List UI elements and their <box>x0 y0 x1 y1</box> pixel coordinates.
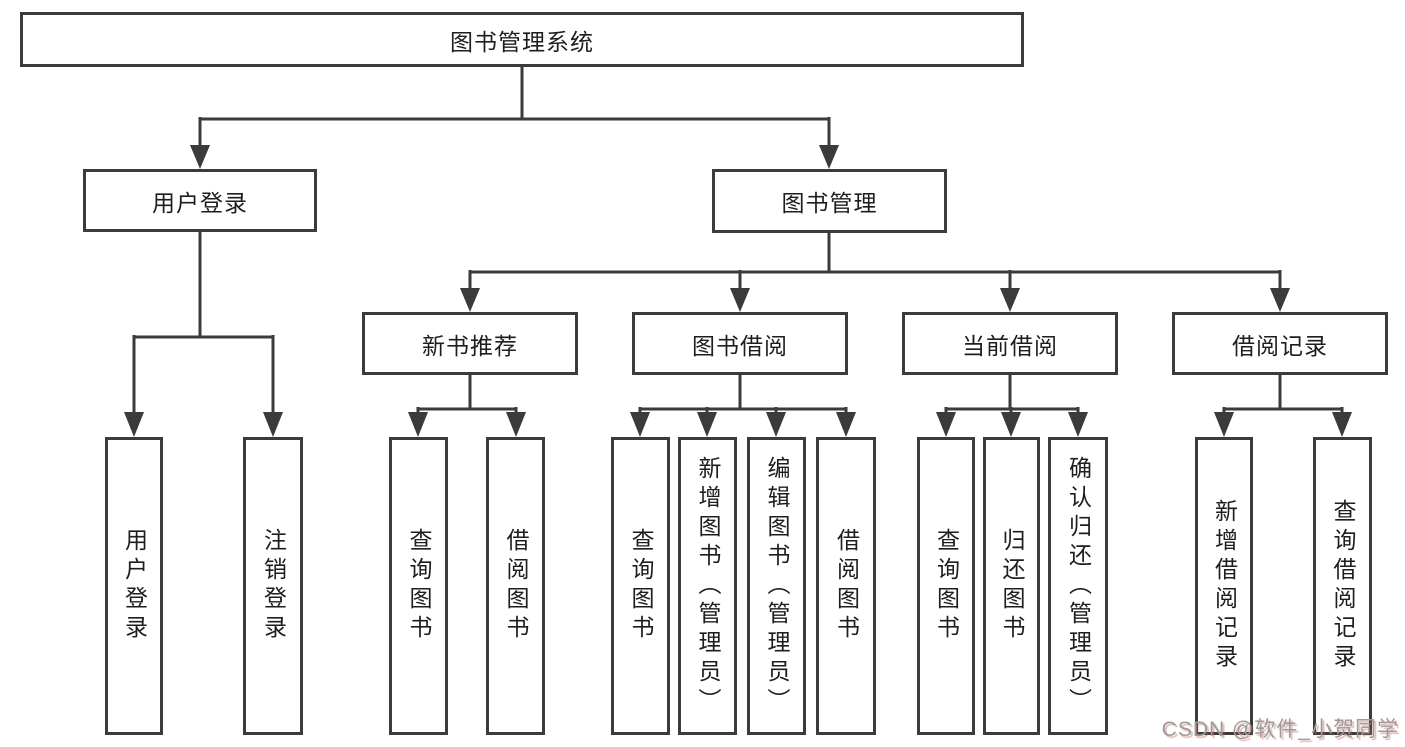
arrowhead-icon <box>697 412 717 437</box>
node-new-book-recommend: 新书推荐 <box>362 312 578 375</box>
arrowhead-icon <box>460 288 480 312</box>
leaf-add-book-admin: 新增图书（管理员） <box>678 437 737 735</box>
arrowhead-icon <box>730 288 750 312</box>
leaf-label: 查询图书 <box>628 528 654 644</box>
csdn-watermark: CSDN @软件_小贺同学 <box>1161 718 1399 741</box>
arrowhead-icon <box>190 145 210 169</box>
leaf-label: 查询借阅记录 <box>1330 499 1356 673</box>
arrowhead-icon <box>936 412 956 437</box>
leaf-add-borrow-record: 新增借阅记录 <box>1195 437 1253 735</box>
arrowhead-icon <box>506 412 526 437</box>
node-label: 图书管理 <box>781 190 878 216</box>
leaf-edit-book-admin: 编辑图书（管理员） <box>747 437 806 735</box>
arrowheads <box>124 145 1352 437</box>
leaf-query-book-current: 查询图书 <box>917 437 975 735</box>
leaf-label: 新增图书（管理员） <box>695 455 721 717</box>
leaf-query-borrow-record: 查询借阅记录 <box>1313 437 1372 735</box>
node-label: 图书管理系统 <box>450 28 594 55</box>
arrowhead-icon <box>124 412 144 437</box>
node-label: 新书推荐 <box>422 332 518 359</box>
leaf-label: 查询图书 <box>406 528 432 644</box>
leaf-label: 注销登录 <box>260 528 287 644</box>
arrowhead-icon <box>263 412 283 437</box>
arrowhead-icon <box>1068 412 1088 437</box>
leaf-query-book-recommend: 查询图书 <box>389 437 448 735</box>
leaf-label: 用户登录 <box>121 528 148 644</box>
node-label: 借阅记录 <box>1232 332 1328 359</box>
arrowhead-icon <box>408 412 428 437</box>
arrowhead-icon <box>766 412 786 437</box>
leaf-borrow-book-borrowing: 借阅图书 <box>816 437 876 735</box>
arrowhead-icon <box>1214 412 1234 437</box>
node-book-borrowing: 图书借阅 <box>632 312 848 375</box>
arrowhead-icon <box>1332 412 1352 437</box>
leaf-query-book-borrowing: 查询图书 <box>611 437 670 735</box>
arrowhead-icon <box>819 145 839 169</box>
arrowhead-icon <box>836 412 856 437</box>
arrowhead-icon <box>630 412 650 437</box>
leaf-label: 借阅图书 <box>503 528 529 644</box>
leaf-label: 新增借阅记录 <box>1211 499 1238 673</box>
node-label: 用户登录 <box>152 189 248 216</box>
node-root-system: 图书管理系统 <box>20 12 1024 67</box>
node-user-login: 用户登录 <box>83 169 317 232</box>
arrowhead-icon <box>1000 288 1020 312</box>
node-book-management: 图书管理 <box>712 169 947 233</box>
node-current-borrowing: 当前借阅 <box>902 312 1118 375</box>
leaf-logout-login: 注销登录 <box>243 437 303 735</box>
arrowhead-icon <box>1270 288 1290 312</box>
leaf-label: 查询图书 <box>933 528 960 644</box>
node-label: 图书借阅 <box>692 332 788 359</box>
node-borrow-records: 借阅记录 <box>1172 312 1388 375</box>
leaf-user-login: 用户登录 <box>105 437 163 735</box>
leaf-confirm-return-admin: 确认归还（管理员） <box>1048 437 1108 735</box>
arrowhead-icon <box>1001 412 1021 437</box>
leaf-label: 借阅图书 <box>833 528 860 644</box>
leaf-borrow-book-recommend: 借阅图书 <box>486 437 545 735</box>
leaf-label: 编辑图书（管理员） <box>764 455 790 717</box>
leaf-label: 确认归还（管理员） <box>1065 455 1092 717</box>
leaf-return-book: 归还图书 <box>983 437 1040 735</box>
leaf-label: 归还图书 <box>999 528 1025 644</box>
node-label: 当前借阅 <box>962 332 1058 359</box>
